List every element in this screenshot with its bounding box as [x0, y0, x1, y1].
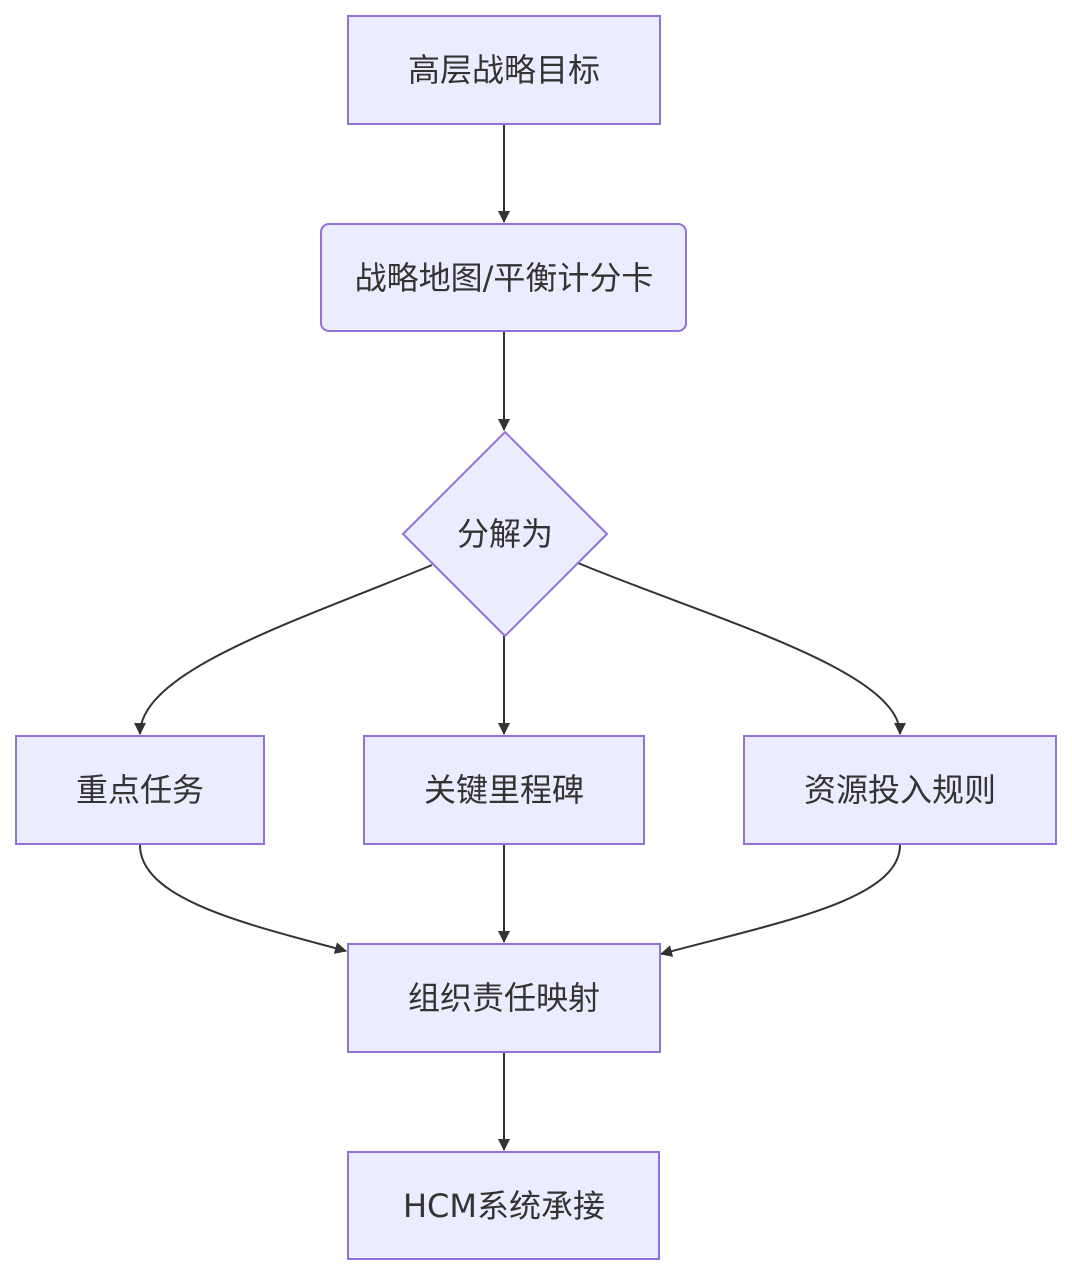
- node-hcm-box: [347, 1151, 660, 1260]
- node-decompose-diamond: [401, 430, 609, 638]
- node-mapping-label: 组织责任映射: [408, 979, 600, 1017]
- node-goal: 高层战略目标: [347, 15, 661, 125]
- node-mapping: 组织责任映射: [347, 943, 661, 1053]
- node-decompose: 分解为: [401, 430, 609, 638]
- edge-decompose-to-resources: [577, 562, 906, 735]
- edge-tasks-to-mapping: [139, 844, 347, 954]
- edge-decompose-to-tasks: [134, 564, 433, 735]
- node-map: 战略地图/平衡计分卡: [320, 223, 687, 332]
- node-resources-label: 资源投入规则: [804, 771, 996, 809]
- node-decompose-label: 分解为: [457, 515, 553, 553]
- edge-resources-to-mapping: [660, 844, 901, 957]
- node-milestones-label: 关键里程碑: [424, 771, 584, 809]
- node-goal-label: 高层战略目标: [408, 51, 600, 89]
- node-milestones: 关键里程碑: [363, 735, 645, 845]
- node-map-box: [320, 223, 687, 332]
- node-resources: 资源投入规则: [743, 735, 1057, 845]
- node-tasks-box: [15, 735, 265, 845]
- edges: [134, 125, 906, 1151]
- node-map-label: 战略地图/平衡计分卡: [355, 259, 654, 297]
- node-hcm-label: HCM系统承接: [403, 1187, 605, 1225]
- node-tasks: 重点任务: [15, 735, 265, 845]
- node-mapping-box: [347, 943, 661, 1053]
- node-milestones-box: [363, 735, 645, 845]
- node-goal-box: [347, 15, 661, 125]
- node-hcm: HCM系统承接: [347, 1151, 660, 1260]
- node-resources-box: [743, 735, 1057, 845]
- node-tasks-label: 重点任务: [76, 771, 204, 809]
